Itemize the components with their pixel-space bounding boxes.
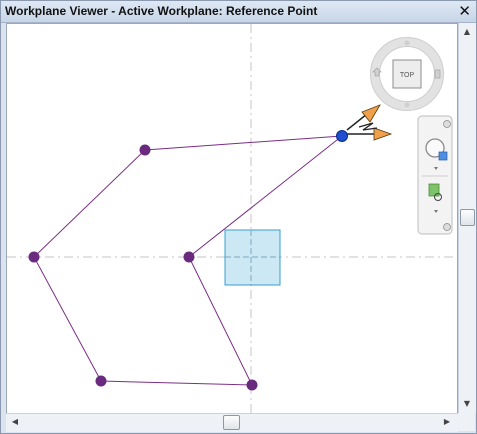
- gizmo-arrow-icon[interactable]: [373, 127, 393, 141]
- options-icon[interactable]: [443, 223, 451, 231]
- vertical-scroll-thumb[interactable]: [460, 209, 475, 226]
- close-button[interactable]: ✕: [458, 2, 471, 20]
- viewcube-top-face[interactable]: [392, 59, 422, 89]
- gizmo-arrow-icon[interactable]: [361, 104, 381, 123]
- chevron-down-icon[interactable]: [434, 167, 438, 170]
- compass-ring-outline: [370, 37, 444, 111]
- compass-south-icon: [404, 102, 410, 108]
- path-point[interactable]: [183, 251, 195, 263]
- compass-north-icon: [404, 40, 410, 46]
- zoom-magnifier: [434, 193, 442, 201]
- path-point[interactable]: [246, 379, 258, 391]
- viewport-svg: TOP: [7, 24, 457, 413]
- transform-gizmo[interactable]: [346, 104, 393, 141]
- horizontal-scroll-thumb[interactable]: [223, 415, 240, 430]
- viewport-canvas[interactable]: TOP: [6, 23, 458, 414]
- nav-bar-panel: [417, 115, 453, 235]
- title-bar[interactable]: Workplane Viewer - Active Workplane: Ref…: [1, 1, 476, 23]
- gizmo-axis-line: [346, 113, 368, 131]
- scrollbar-corner: [458, 413, 475, 431]
- compass-ring-inner: [379, 46, 435, 102]
- menu-icon[interactable]: [434, 69, 441, 79]
- scroll-right-button[interactable]: ▶: [443, 417, 451, 426]
- viewcube[interactable]: TOP: [370, 37, 444, 111]
- viewcube-face-label: TOP: [400, 72, 415, 79]
- horizontal-scrollbar[interactable]: ◀ ▶: [6, 413, 458, 432]
- zoom-region-icon[interactable]: [428, 183, 440, 197]
- scroll-up-button[interactable]: ▲: [463, 27, 471, 36]
- gizmo-plane-handle[interactable]: [358, 122, 378, 131]
- path-point[interactable]: [95, 375, 107, 387]
- scroll-left-button[interactable]: ◀: [11, 417, 19, 426]
- home-icon[interactable]: [372, 67, 382, 77]
- window-title: Workplane Viewer - Active Workplane: Ref…: [5, 4, 318, 18]
- scroll-down-button[interactable]: ▼: [463, 399, 471, 408]
- path-point[interactable]: [139, 144, 151, 156]
- chevron-down-icon[interactable]: [434, 210, 438, 213]
- steering-wheel-cube: [438, 151, 448, 161]
- navigation-bar: [417, 115, 453, 235]
- vertical-scrollbar[interactable]: ▲ ▼: [458, 23, 476, 413]
- close-icon[interactable]: [443, 120, 451, 128]
- active-point[interactable]: [336, 130, 348, 142]
- path-point[interactable]: [28, 251, 40, 263]
